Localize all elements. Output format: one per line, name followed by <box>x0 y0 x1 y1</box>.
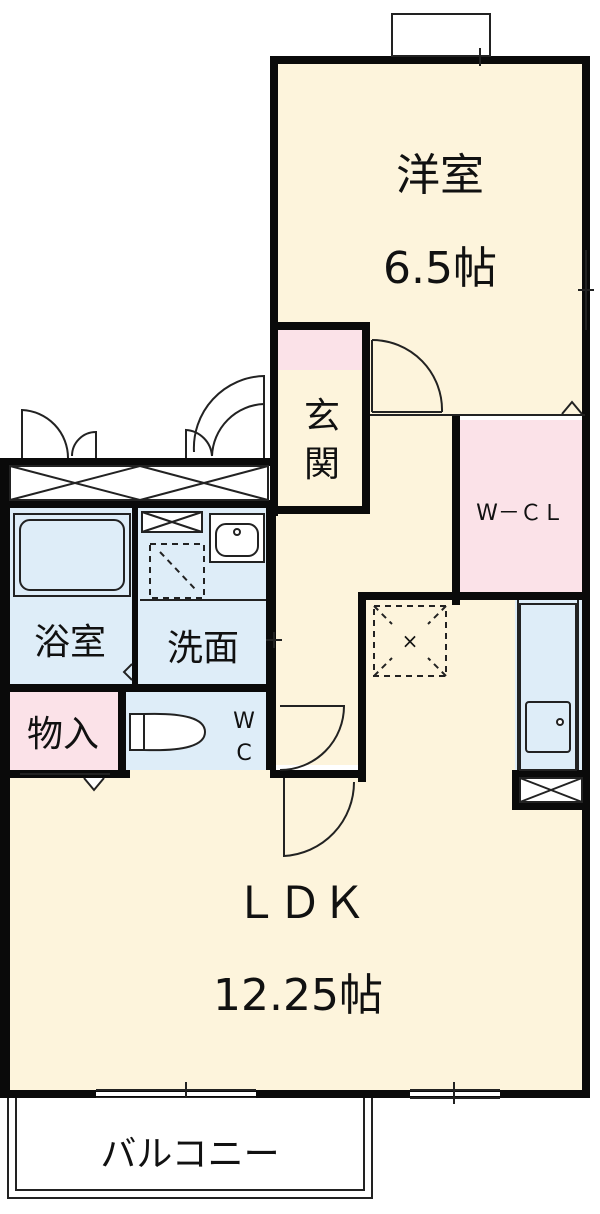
washroom-label: 洗面 <box>167 628 239 669</box>
exhaust-fan <box>373 605 447 677</box>
wcl-door <box>561 400 583 415</box>
ldk-door <box>283 778 356 858</box>
washroom-shelf <box>141 511 203 533</box>
toilet-door <box>279 705 346 771</box>
bathtub <box>13 513 131 597</box>
entrance-step-fill <box>276 328 364 370</box>
toilet-bowl <box>129 712 207 752</box>
entrance-label-2: 関 <box>304 444 340 485</box>
ldk-fill-lower <box>8 770 585 1090</box>
walls <box>0 56 590 1098</box>
ldk-name: ＬＤＫ <box>234 878 366 929</box>
kitchen-vent <box>519 777 583 803</box>
toilet-label-c: C <box>236 741 251 766</box>
entrance-door <box>371 339 444 413</box>
ldk-fill-upper <box>365 598 515 778</box>
wash-basin <box>209 513 265 563</box>
ldk-fill-right <box>515 805 585 1090</box>
western-room-size: 6.5帖 <box>383 243 497 294</box>
wcl-label: W－ＣＬ <box>476 501 564 526</box>
bath-door <box>122 663 133 681</box>
storage-door <box>20 773 110 792</box>
thin-walls <box>140 414 585 770</box>
exhaust-fan-mark: × <box>402 629 419 653</box>
storage-label: 物入 <box>27 714 99 755</box>
wcl-fill <box>458 420 585 595</box>
washroom-outlet <box>266 632 282 648</box>
ldk-size: 12.25帖 <box>213 970 383 1021</box>
western-room-name: 洋室 <box>396 150 484 201</box>
balcony <box>7 1098 373 1199</box>
laundry-space <box>149 543 205 599</box>
toilet-label-w: W <box>233 709 255 734</box>
entrance-porch-doors <box>21 374 265 459</box>
top-window <box>391 13 491 66</box>
right-window-mark <box>578 250 594 330</box>
bathroom-label: 浴室 <box>34 622 106 663</box>
balcony-label: バルコニー <box>100 1134 279 1175</box>
top-shelf <box>9 465 269 501</box>
entrance-label-1: 玄 <box>304 396 340 437</box>
storage-fill <box>8 690 120 770</box>
kitchen-counter <box>519 603 577 771</box>
